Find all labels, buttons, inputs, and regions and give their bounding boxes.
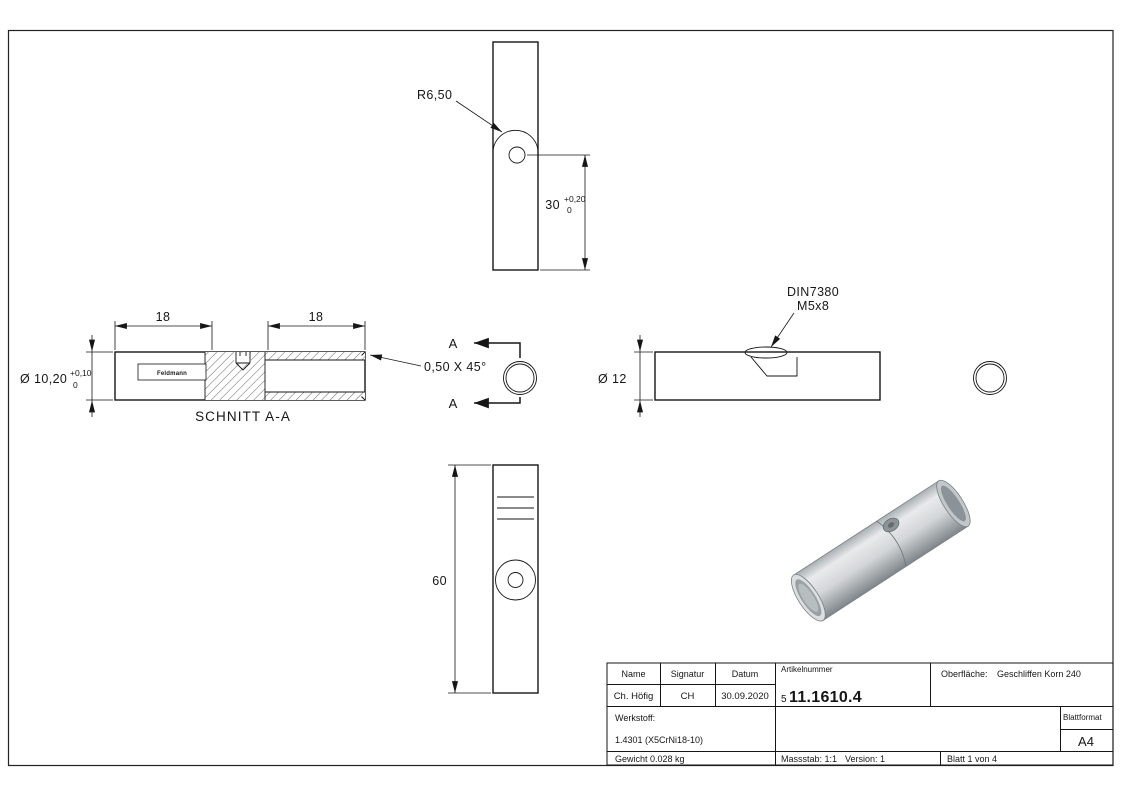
tb-version: Version: 1 xyxy=(845,754,885,764)
dim-dia12-value: Ø 12 xyxy=(598,372,627,386)
title-block: Name Signatur Datum Ch. Höfig CH 30.09.2… xyxy=(606,662,1114,766)
dim-18-left-value: 18 xyxy=(156,310,171,324)
chamfer-edges xyxy=(361,351,366,401)
far-end-bore xyxy=(940,485,966,522)
tb-value-name: Ch. Höfig xyxy=(614,691,654,702)
view-side: DIN7380 M5x8 Ø 12 xyxy=(598,285,1007,417)
sheet-frame xyxy=(7,29,1114,767)
tb-oberflaeche-label: Oberfläche: xyxy=(941,669,988,679)
tb-value-datum: 30.09.2020 xyxy=(721,691,769,702)
view-front: 60 xyxy=(432,464,539,694)
tb-blatt: Blatt 1 von 4 xyxy=(947,754,997,764)
section-title: SCHNITT A-A xyxy=(195,409,291,424)
hatch-wall-bottom xyxy=(265,392,365,400)
radius-label: R6,50 xyxy=(417,88,452,102)
chamfer-leader-line xyxy=(369,354,422,367)
end-view-outer-circle xyxy=(503,361,537,395)
tb-header-name: Name xyxy=(621,669,645,679)
tb-massstab: Massstab: 1:1 xyxy=(781,754,837,764)
tb-header-signatur: Signatur xyxy=(671,669,705,679)
tb-artikelnummer-prefix: 5 xyxy=(781,694,787,705)
title-block-border xyxy=(606,662,1114,766)
cut-arrow-top xyxy=(474,337,521,358)
view-top: R6,50 30 +0,20 0 xyxy=(417,41,590,271)
screw-hole-circle xyxy=(508,146,526,164)
tube-end-outer-circle xyxy=(973,361,1007,395)
hole-circle xyxy=(507,572,524,588)
stamp-box xyxy=(137,363,207,381)
cut-letter-bottom: A xyxy=(449,396,458,411)
tb-gewicht: Gewicht 0.028 kg xyxy=(615,754,685,764)
dim-dia-tol-lower: 0 xyxy=(73,380,78,390)
hatch-wall-top xyxy=(265,352,365,360)
tube-outline-front xyxy=(492,464,539,694)
coupler-seam-line xyxy=(876,520,907,567)
dim-18-right-value: 18 xyxy=(309,310,324,324)
countersink-profile xyxy=(750,356,798,377)
dim-30-tol-lower: 0 xyxy=(567,205,572,215)
view-isometric xyxy=(790,479,971,622)
dim-30-tol-upper: +0,20 xyxy=(564,194,586,204)
dim-dia-value: Ø 10,20 xyxy=(20,372,67,386)
tube-outline-top xyxy=(492,41,539,271)
tube-end-inner-circle xyxy=(975,363,1005,393)
cut-arrow-bottom xyxy=(474,397,521,409)
screw-size-label: M5x8 xyxy=(797,299,829,313)
screw-standard-label: DIN7380 xyxy=(787,285,839,299)
screw-slot-blank xyxy=(234,352,251,364)
cut-letter-top: A xyxy=(449,336,458,351)
near-end-bore xyxy=(798,583,819,612)
stamp-text: Feldmann xyxy=(157,371,187,377)
screw-head-lens xyxy=(744,346,788,359)
tb-header-datum: Datum xyxy=(732,669,759,679)
view-section: Feldmann 18 18 Ø 10,20 +0,10 0 0,50 X 45… xyxy=(20,310,537,424)
countersink-circle xyxy=(495,559,536,601)
tb-artikelnummer-value: 11.1610.4 xyxy=(789,689,862,706)
tb-header-artikelnummer: Artikelnummer xyxy=(781,665,833,674)
tb-blattformat-value: A4 xyxy=(1078,734,1094,749)
tb-oberflaeche-value: Geschliffen Korn 240 xyxy=(997,669,1081,679)
screw-socket-3d xyxy=(887,522,895,528)
tb-value-signatur: CH xyxy=(681,691,695,702)
radius-leader-line xyxy=(455,100,503,133)
end-view-inner-circle xyxy=(505,363,535,393)
screw-leader-line xyxy=(770,312,795,348)
dim-dia-tol-upper: +0,10 xyxy=(70,368,92,378)
set-screw-detail xyxy=(235,352,251,371)
tb-werkstoff-value: 1.4301 (X5CrNi18-10) xyxy=(615,735,703,745)
tb-werkstoff-label: Werkstoff: xyxy=(615,713,655,723)
tube-outline-side xyxy=(654,351,881,401)
chamfer-label: 0,50 X 45° xyxy=(424,360,487,374)
milled-radius-arc xyxy=(492,129,539,151)
dim-30-value: 30 xyxy=(545,198,560,212)
tb-blattformat-label: Blattformat xyxy=(1063,713,1102,722)
dim-60-value: 60 xyxy=(432,574,447,588)
